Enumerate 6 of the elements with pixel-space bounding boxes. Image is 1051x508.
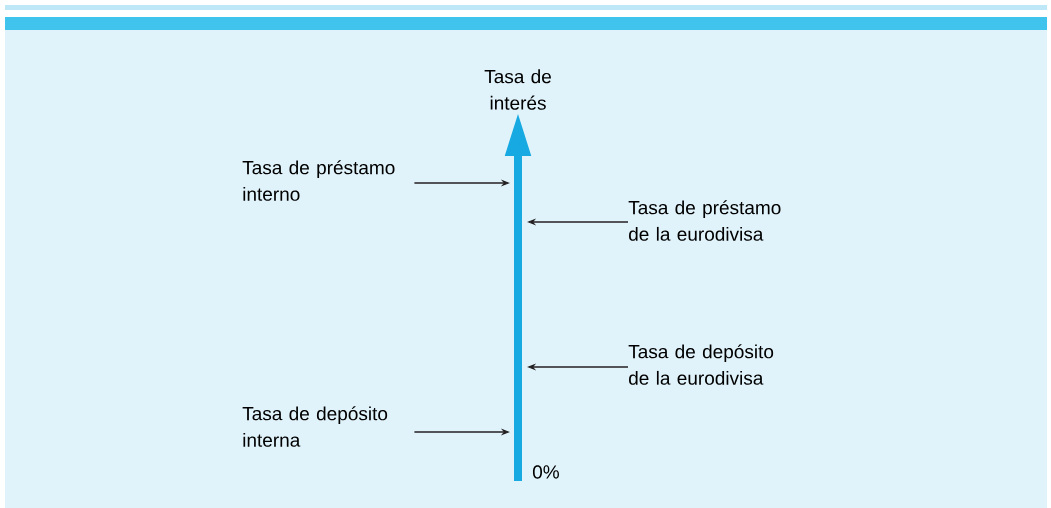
axis-title: Tasa de interés xyxy=(484,69,551,110)
axis-label: 0% xyxy=(532,465,559,479)
text-label: Tasa de préstamo interno xyxy=(242,160,395,201)
text-label: Tasa de préstamo de la eurodivisa xyxy=(628,200,781,241)
text-label: Tasa de depósito interna xyxy=(242,406,388,447)
text-label: Tasa de depósito de la eurodivisa xyxy=(628,344,774,385)
